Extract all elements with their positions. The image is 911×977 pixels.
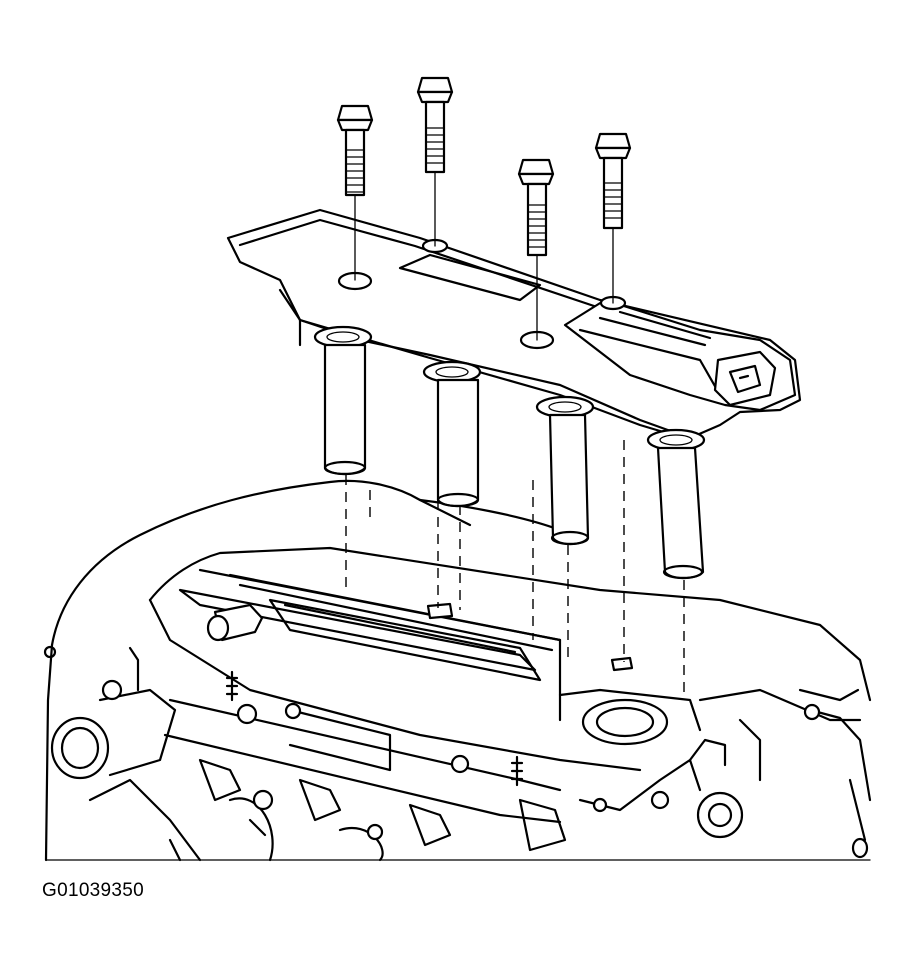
coil-boot-3: [535, 395, 595, 546]
coil-boot-4: [646, 428, 706, 580]
coil-boots: [313, 325, 706, 580]
bolt-3: [517, 158, 555, 341]
coil-boot-1: [313, 325, 373, 476]
engine-assembly: [43, 479, 872, 862]
coil-boot-2: [422, 360, 482, 508]
mounting-bolts: [336, 76, 632, 341]
bolt-1: [336, 104, 374, 281]
alignment-lines: [345, 440, 685, 700]
bolt-2: [416, 76, 454, 247]
bolt-4: [594, 132, 632, 304]
figure-id-label: G01039350: [42, 880, 145, 901]
ignition-coil-housing: [226, 208, 802, 442]
